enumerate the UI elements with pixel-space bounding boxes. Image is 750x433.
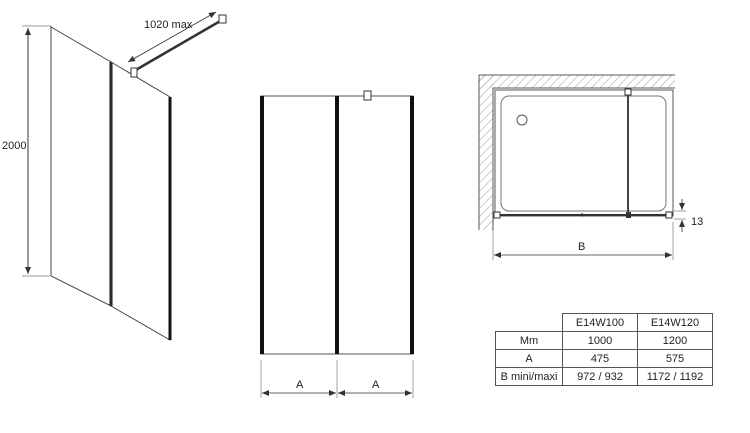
table-row-label: B mini/maxi [495,367,563,386]
table-row: A 475 575 [495,349,713,368]
table-cell: 1200 [637,331,713,350]
table-header-row: E14W100 E14W120 [495,313,713,332]
table-cell: 972 / 932 [562,367,638,386]
height-label: 2000 [2,140,26,152]
offset-13-label: 13 [691,216,703,228]
table-row-label: Mm [495,331,563,350]
table-row: B mini/maxi 972 / 932 1172 / 1192 [495,367,713,386]
table-row: Mm 1000 1200 [495,331,713,350]
front-arm-clamp [363,90,372,101]
glass-panel-left [50,26,112,307]
front-panel-right [336,95,414,355]
spec-table: E14W100 E14W120 Mm 1000 1200 A 475 575 B… [495,313,713,386]
table-header-cell: E14W120 [637,313,713,332]
dimension-a-left-label: A [296,379,304,391]
table-cell: 1172 / 1192 [637,367,713,386]
arm-length-label: 1020 max [144,19,193,31]
wall-top-hatch [479,75,675,88]
table-cell: 575 [637,349,713,368]
dimension-a-right-label: A [372,379,380,391]
shower-tray-basin [500,95,667,212]
shower-tray [494,89,674,217]
wall-left-hatch [479,75,493,230]
drain-icon [516,114,528,126]
arm-wall-fixing [218,14,227,24]
front-panel-left [260,95,338,355]
table-row-label: A [495,349,563,368]
table-header-cell: E14W100 [562,313,638,332]
perspective-view: 2000 1020 max [2,11,227,341]
plan-view: 13 B [478,74,703,260]
table-cell: 475 [562,349,638,368]
arm-dimension-line [127,11,217,63]
arm-clamp [130,67,138,78]
table-corner-cell [495,313,563,332]
glass-panel-right [110,61,171,341]
front-view: A A [260,90,414,398]
table-cell: 1000 [562,331,638,350]
dimension-b-label: B [578,241,585,253]
